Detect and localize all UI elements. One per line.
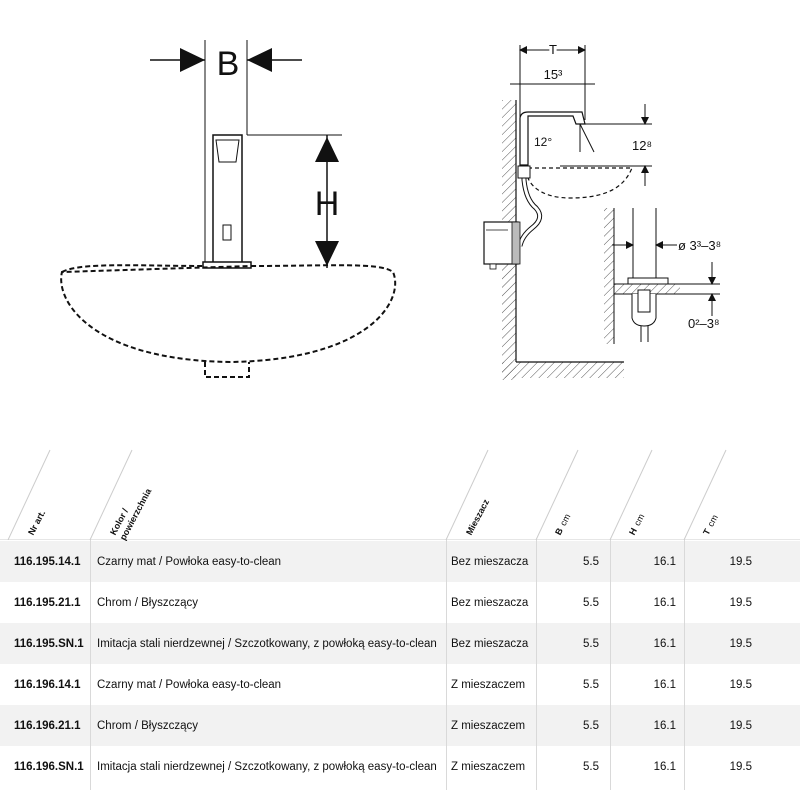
dimension-plate-label: 0²–3⁸ [688, 316, 720, 331]
table-row: 116.196.21.1 Chrom / Błyszczący Z mieszacz… [0, 705, 800, 746]
cell-article-number: 116.195.14.1 [14, 555, 81, 568]
cell-article-number: 116.196.21.1 [14, 719, 81, 732]
cell-t: 19.5 [729, 637, 752, 650]
dimension-hole-label: ø 3³–3⁸ [678, 238, 721, 253]
product-table: Nr art. Kolor / powierzchnia Mieszacz Bc… [0, 440, 800, 800]
technical-drawing: B H T 15³ 12° [60, 39, 721, 380]
cell-color: Imitacja stali nierdzewnej / Szczotkowan… [97, 760, 437, 773]
cell-h: 16.1 [653, 555, 676, 568]
cell-article-number: 116.195.SN.1 [14, 637, 84, 650]
table-row: 116.196.SN.1 Imitacja stali nierdzewnej /… [0, 746, 800, 787]
table-row: 116.195.14.1 Czarny mat / Powłoka easy-to… [0, 541, 800, 582]
cell-h: 16.1 [653, 719, 676, 732]
cell-t: 19.5 [729, 555, 752, 568]
cell-h: 16.1 [653, 678, 676, 691]
cell-t: 19.5 [729, 596, 752, 609]
cell-b: 5.5 [583, 678, 599, 691]
cell-b: 5.5 [583, 596, 599, 609]
cell-color: Czarny mat / Powłoka easy-to-clean [97, 678, 282, 691]
cell-mixer: Z mieszaczem [451, 678, 526, 691]
cell-t: 19.5 [729, 719, 752, 732]
dimension-height-label: 12⁸ [632, 138, 652, 153]
cell-mixer: Bez mieszacza [451, 555, 529, 568]
dimension-h-label: H [315, 185, 340, 223]
cell-article-number: 116.195.21.1 [14, 596, 81, 609]
dimension-b-label: B [217, 45, 240, 83]
table-row: 116.195.SN.1 Imitacja stali nierdzewnej /… [0, 623, 800, 664]
cell-mixer: Bez mieszacza [451, 596, 529, 609]
cell-b: 5.5 [583, 760, 599, 773]
cell-color: Chrom / Błyszczący [97, 596, 198, 609]
cell-t: 19.5 [729, 760, 752, 773]
cell-color: Chrom / Błyszczący [97, 719, 198, 732]
cell-h: 16.1 [653, 596, 676, 609]
cell-b: 5.5 [583, 719, 599, 732]
table-row: 116.196.14.1 Czarny mat / Powłoka easy-to… [0, 664, 800, 705]
header-separators [0, 449, 800, 540]
front-view: B H [60, 40, 397, 378]
cell-mixer: Bez mieszacza [451, 637, 529, 650]
cell-t: 19.5 [729, 678, 752, 691]
dimension-depth-label: 15³ [544, 67, 563, 82]
dimension-t-label: T [549, 42, 557, 57]
cell-b: 5.5 [583, 637, 599, 650]
cell-mixer: Z mieszaczem [451, 719, 526, 732]
cell-article-number: 116.196.14.1 [14, 678, 81, 691]
cell-color: Imitacja stali nierdzewnej / Szczotkowan… [97, 637, 437, 650]
cell-mixer: Z mieszaczem [451, 760, 526, 773]
side-view: T 15³ 12° 12⁸ [483, 39, 721, 380]
cell-h: 16.1 [653, 760, 676, 773]
cell-color: Czarny mat / Powłoka easy-to-clean [97, 555, 282, 568]
table-row: 116.195.21.1 Chrom / Błyszczący Bez miesza… [0, 582, 800, 623]
cell-h: 16.1 [653, 637, 676, 650]
angle-label: 12° [534, 135, 552, 149]
cell-b: 5.5 [583, 555, 599, 568]
cell-article-number: 116.196.SN.1 [14, 760, 84, 773]
